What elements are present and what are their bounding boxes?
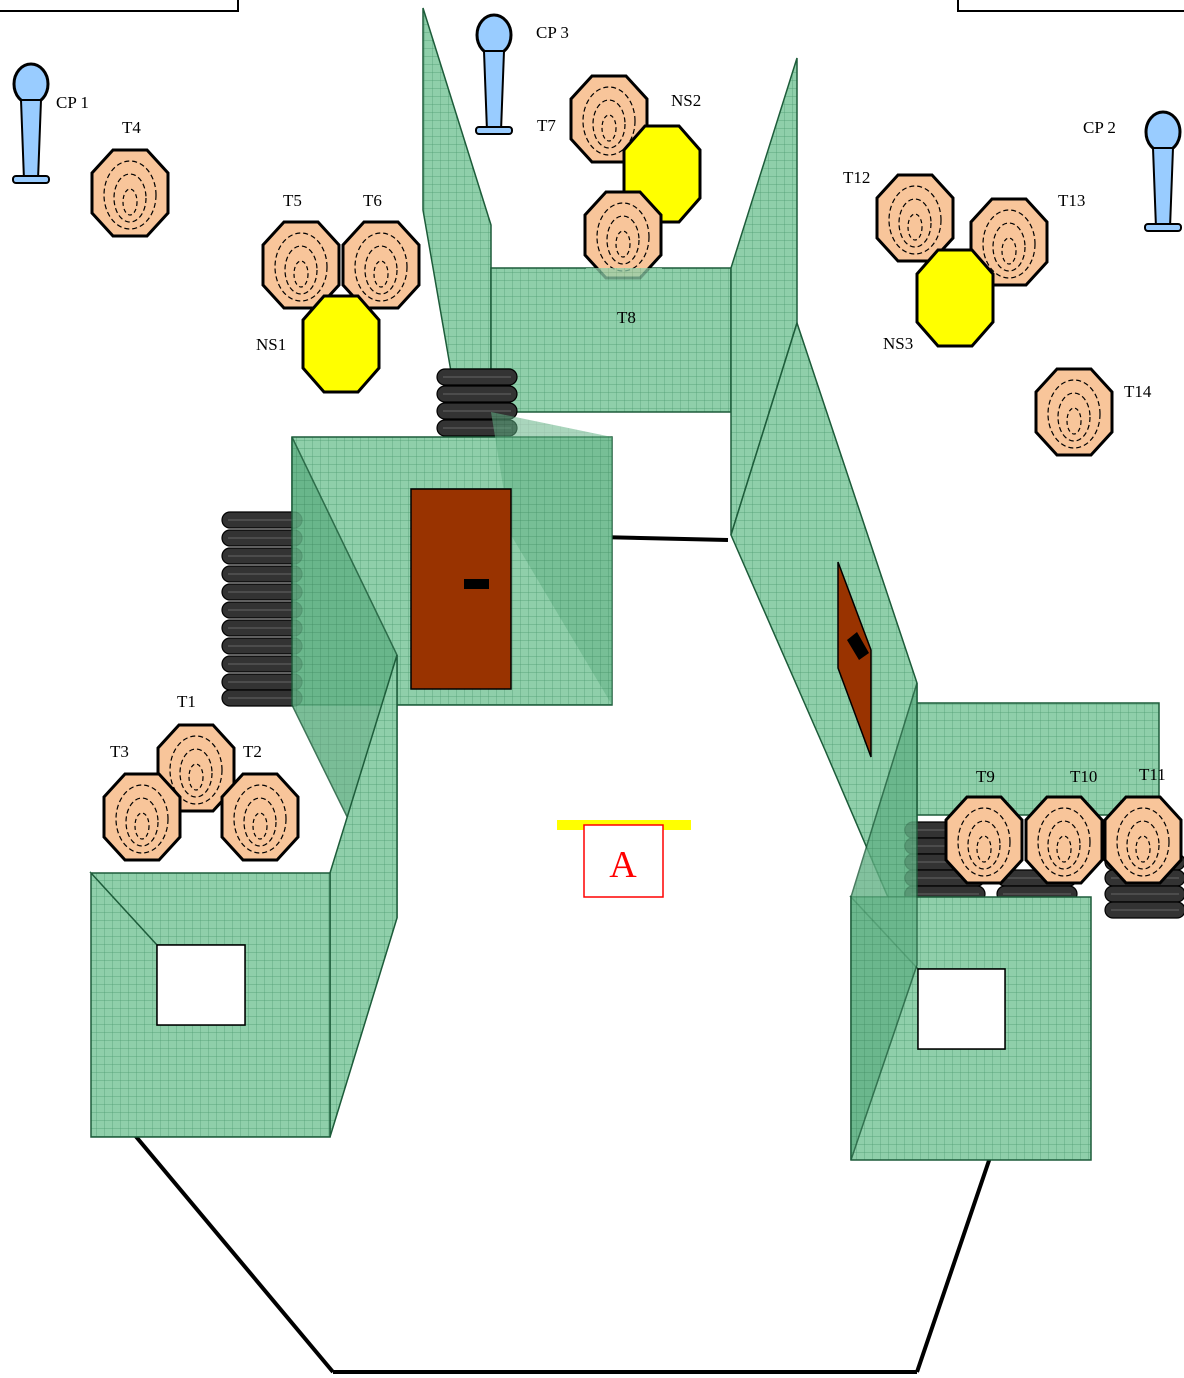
label-ns3: NS3: [883, 334, 913, 353]
label-t11: T11: [1139, 765, 1166, 784]
label-ns1: NS1: [256, 335, 286, 354]
label-t7: T7: [537, 116, 556, 135]
label-cp3: CP 3: [536, 23, 569, 42]
wall-left-building-back: [491, 412, 612, 705]
window-right: [917, 968, 1006, 1050]
door-left: [410, 488, 512, 690]
popper-cp3: [474, 13, 514, 136]
target-t11: [1103, 795, 1183, 885]
target-t9: [944, 795, 1024, 885]
barrel-stack-left: [221, 511, 303, 707]
target-t12: [875, 173, 955, 263]
window-left: [156, 944, 246, 1026]
label-t8: T8: [617, 308, 636, 327]
target-t2: [220, 772, 300, 862]
label-t1: T1: [177, 692, 196, 711]
wall-right-back: [916, 702, 1160, 816]
no-shoot-ns1: [301, 294, 381, 394]
label-t2: T2: [243, 742, 262, 761]
info-box-right: [957, 0, 1184, 12]
label-t5: T5: [283, 191, 302, 210]
door-right: [837, 561, 872, 758]
label-t6: T6: [363, 191, 382, 210]
label-t13: T13: [1058, 191, 1085, 210]
label-t10: T10: [1070, 767, 1097, 786]
label-cp1: CP 1: [56, 93, 89, 112]
no-shoot-ns3: [915, 248, 995, 348]
door-right-handle: [847, 632, 869, 660]
wall-right-lower-wing: [850, 682, 918, 1161]
label-t4: T4: [122, 118, 141, 137]
target-t3: [102, 772, 182, 862]
door-left-handle: [464, 579, 489, 589]
label-cp2: CP 2: [1083, 118, 1116, 137]
label-t14: T14: [1124, 382, 1152, 401]
info-box-left: [0, 0, 239, 12]
label-t12: T12: [843, 168, 870, 187]
target-t10: [1024, 795, 1104, 885]
label-t3: T3: [110, 742, 129, 761]
popper-cp1: [11, 62, 51, 185]
start-label: A: [609, 844, 637, 886]
target-t4: [90, 148, 170, 238]
wall-t8-cover: [586, 268, 662, 290]
start-box: [583, 824, 664, 898]
label-ns2: NS2: [671, 91, 701, 110]
wall-center-left-wing: [422, 7, 492, 413]
target-t14: [1034, 367, 1114, 457]
popper-cp2: [1143, 110, 1183, 233]
label-t9: T9: [976, 767, 995, 786]
target-t8: [583, 190, 663, 280]
